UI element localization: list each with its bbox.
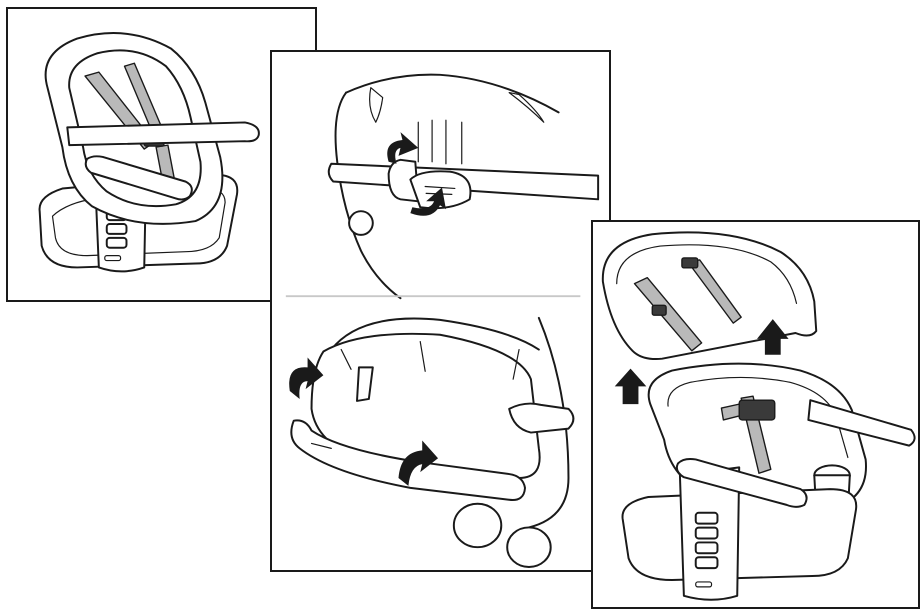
panel-seat-pad-removal: [591, 220, 920, 609]
chair-illustration: [8, 9, 315, 300]
panel-attach-steps: [270, 50, 611, 572]
removal-illustration: [593, 222, 918, 607]
attach-illustration: [272, 52, 609, 570]
